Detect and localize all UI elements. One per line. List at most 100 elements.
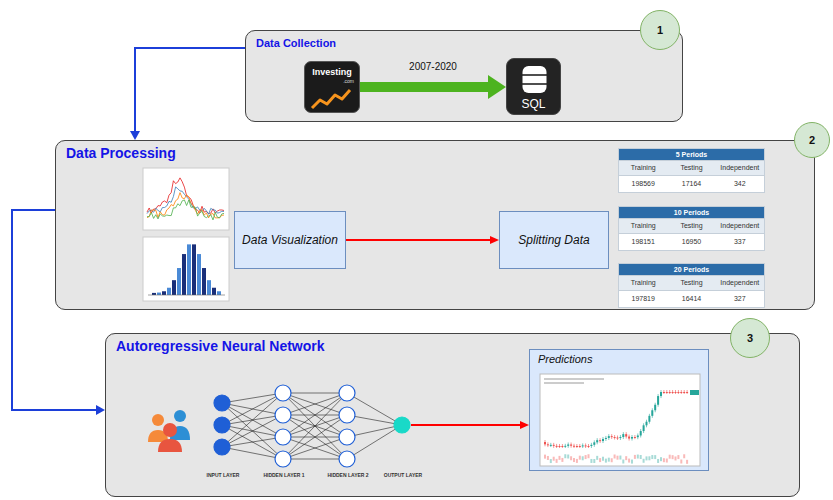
database-divider [521, 74, 548, 76]
neuron [214, 439, 230, 455]
candle-wick [626, 432, 627, 438]
candle-body [625, 434, 627, 436]
volume-bar [585, 455, 587, 459]
candle-body [663, 392, 665, 393]
histogram-bar [207, 280, 211, 295]
data-series [147, 187, 224, 214]
neuron [275, 385, 291, 401]
network-link [283, 459, 347, 460]
edge-label: 2007-2020 [409, 61, 457, 72]
chart-header-mark [544, 382, 584, 384]
volume-bar [550, 459, 552, 463]
volume-bar [683, 454, 685, 458]
volume-bar [677, 455, 679, 459]
arrow-head [520, 421, 529, 429]
split-table: 5 PeriodsTrainingTestingIndependent19856… [618, 148, 765, 193]
candle-body [550, 445, 552, 446]
volume-bar [619, 456, 621, 460]
candle-body [582, 445, 584, 446]
table-header: Training [619, 160, 667, 175]
volume-bar [654, 455, 656, 459]
volume-bar [602, 457, 604, 461]
candle-body [643, 425, 645, 431]
candle-wick [594, 440, 595, 446]
connector-line [346, 239, 490, 241]
neuron [339, 407, 355, 423]
volume-bar [637, 455, 639, 459]
candle-body [660, 392, 662, 396]
node-text: Data Processing [66, 145, 176, 161]
candle-wick [637, 433, 638, 439]
volume-bar [686, 460, 688, 464]
candle-wick [571, 442, 572, 447]
volume-bar [573, 458, 575, 462]
volume-bar [663, 458, 665, 462]
connector-line [135, 48, 245, 131]
panel-fill [245, 30, 683, 122]
source-logo: Investing.com [304, 61, 360, 113]
candle-body [579, 446, 581, 447]
volume-bar [579, 456, 581, 460]
candle-wick [614, 435, 615, 439]
table-header: Training [619, 218, 667, 233]
histogram-bar [217, 291, 221, 295]
candle-body [622, 434, 624, 437]
candle-wick [559, 444, 560, 448]
network-link [283, 393, 347, 394]
candle-body [596, 440, 598, 442]
volume-bar [617, 456, 619, 460]
candle-wick [562, 444, 563, 448]
layer-label: HIDDEN LAYER 1 [263, 472, 304, 478]
candle-body [628, 437, 630, 439]
volume-bar [553, 457, 555, 461]
person-body [158, 439, 182, 452]
candle-body [547, 444, 549, 445]
candle-body [634, 437, 636, 438]
candle-wick [661, 390, 662, 398]
volume-bar [672, 455, 674, 459]
histogram-bar [167, 288, 171, 295]
candle-body [590, 445, 592, 446]
candle-wick [652, 408, 653, 418]
candle-body [559, 446, 561, 447]
candle-wick [663, 390, 664, 394]
line-chart [143, 168, 229, 230]
candle-body [675, 392, 677, 393]
node-text: Splitting Data [518, 233, 589, 247]
table-cell: 16950 [667, 233, 715, 250]
volume-bar [605, 459, 607, 463]
candle-wick [675, 390, 676, 394]
network-link [283, 415, 347, 459]
candle-wick [669, 390, 670, 394]
candle-wick [568, 442, 569, 447]
candle-wick [585, 443, 586, 448]
node-text: Data Visualization [242, 233, 338, 247]
volume-bar [599, 458, 601, 462]
stage-panel: Data ProcessingData Visualization Splitti… [55, 140, 815, 310]
node-text: 3 [747, 332, 753, 344]
histogram-bar [212, 288, 216, 295]
table-header: Training [619, 275, 667, 290]
candle-body [614, 437, 616, 438]
data-series [147, 178, 224, 214]
candle-wick [634, 435, 635, 439]
network-link [283, 393, 347, 437]
histogram-bar [172, 280, 176, 295]
volume-bar [651, 455, 653, 459]
histogram-bar [192, 244, 196, 295]
candle-body [657, 396, 659, 405]
candle-wick [632, 435, 633, 441]
person-head [163, 423, 177, 437]
candle-body [651, 410, 653, 416]
candle-wick [582, 443, 583, 448]
table-cell: 197819 [619, 290, 667, 307]
candle-body [608, 436, 610, 438]
axis-line [148, 295, 225, 296]
candle-wick [620, 435, 621, 440]
table-header: Independent [716, 275, 764, 290]
volume-bar [614, 454, 616, 458]
predictions-box: Predictions [529, 349, 709, 471]
node-text: Data Collection [256, 37, 336, 49]
histogram-bar [162, 291, 166, 295]
histogram-bar [197, 254, 201, 295]
